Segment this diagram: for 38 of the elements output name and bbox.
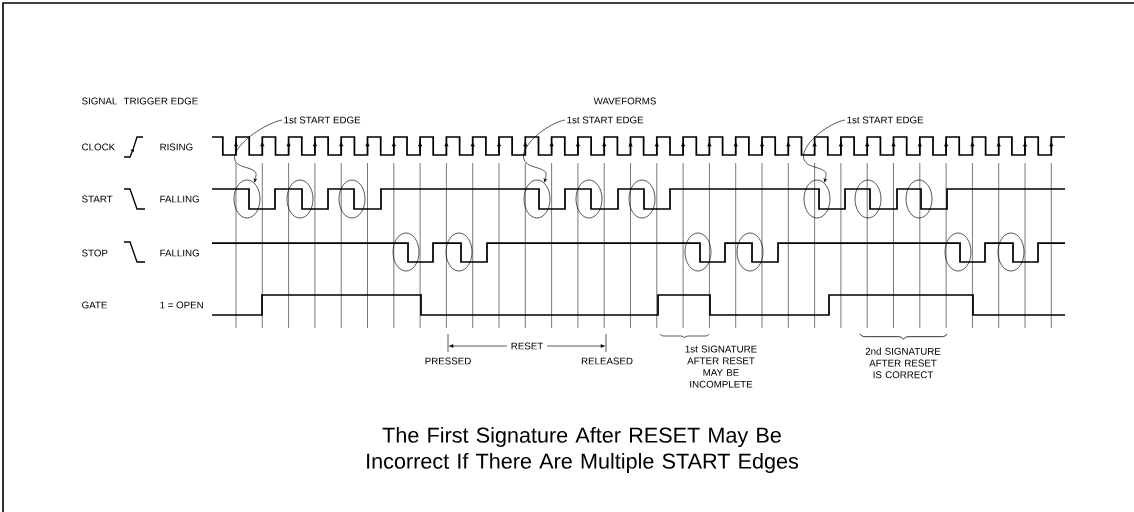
edge-marker-ellipse (575, 179, 603, 219)
edge-marker-ellipse (684, 232, 712, 272)
edge-marker-ellipse (523, 179, 551, 219)
leader-line (803, 119, 846, 183)
edge-marker-ellipse (736, 232, 764, 272)
edge-marker-ellipse (445, 232, 473, 272)
caption: The First Signature After RESET May Be Incorrect If There Are Multiple START Edges (367, 426, 799, 474)
edge-marker-ellipse (628, 179, 656, 219)
annotation: RELEASED (581, 357, 633, 365)
edge-marker-ellipse (233, 179, 261, 219)
edge-marker-ellipse (905, 179, 933, 219)
leader-line (234, 119, 283, 183)
callout-text: 1st START EDGE (567, 116, 644, 124)
trigger-edge-label: FALLING (160, 249, 199, 257)
trigger-edge-label: 1 = OPEN (160, 301, 203, 309)
annotation: 2nd SIGNATURE AFTER RESET IS CORRECT (865, 347, 941, 379)
edge-marker-ellipse (854, 179, 882, 219)
annotation: PRESSED (425, 357, 471, 365)
annotation: 1st SIGNATURE AFTER RESET MAY BE INCOMPLETE (685, 345, 757, 388)
signal-name: CLOCK (82, 143, 116, 151)
trigger-edge-label: FALLING (160, 195, 199, 203)
callout-text: 1st START EDGE (847, 116, 924, 124)
dimension-label: RESET (506, 341, 548, 351)
callout-text: 1st START EDGE (284, 116, 361, 124)
signal-name: GATE (82, 301, 107, 309)
leader-line (523, 119, 566, 183)
edge-marker-ellipse (997, 232, 1025, 272)
edge-marker-ellipse (392, 232, 420, 272)
column-heading: WAVEFORMS (593, 97, 656, 105)
column-heading: TRIGGER EDGE (123, 97, 198, 105)
trigger-edge-label: RISING (160, 143, 193, 151)
edge-marker-ellipse (338, 179, 366, 219)
edge-marker-ellipse (944, 232, 972, 272)
edge-marker-ellipse (803, 179, 831, 219)
signal-name: STOP (82, 249, 108, 257)
column-heading: SIGNAL (82, 97, 117, 105)
edge-marker-ellipse (286, 179, 314, 219)
signal-name: START (82, 195, 113, 203)
